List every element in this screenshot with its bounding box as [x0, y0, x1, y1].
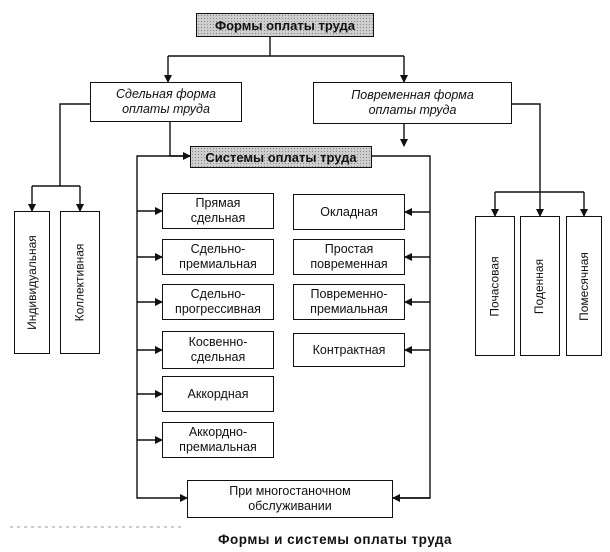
- piece-form-box: Сдельная форма оплаты труда: [90, 82, 242, 122]
- piece-system-bonus: Сдельно-премиальная: [162, 239, 274, 275]
- piece-system-progressive: Сдельно-прогрессивная: [162, 284, 274, 320]
- systems-title-box: Системы оплаты труда: [190, 146, 372, 168]
- figure-caption: Формы и системы оплаты труда: [218, 532, 452, 547]
- top-title-box: Формы оплаты труда: [196, 13, 374, 37]
- multi-machine-box: При многостаночном обслуживании: [187, 480, 393, 518]
- piece-system-chord-bonus: Аккордно-премиальная: [162, 422, 274, 458]
- piece-kind-individual: Индивидуальная: [14, 211, 50, 354]
- piece-kind-collective: Коллективная: [60, 211, 100, 354]
- time-kind-hourly: Почасовая: [475, 216, 515, 356]
- time-kind-monthly: Помесячная: [566, 216, 602, 356]
- time-system-bonus: Повременно-премиальная: [293, 284, 405, 320]
- time-system-salary: Окладная: [293, 194, 405, 230]
- time-system-simple: Простая повременная: [293, 239, 405, 275]
- piece-system-indirect: Косвенно-сдельная: [162, 331, 274, 369]
- time-kind-daily: Поденная: [520, 216, 560, 356]
- piece-system-direct: Прямая сдельная: [162, 193, 274, 229]
- time-system-contract: Контрактная: [293, 333, 405, 367]
- piece-system-chord: Аккордная: [162, 376, 274, 412]
- time-form-box: Повременная форма оплаты труда: [313, 82, 512, 124]
